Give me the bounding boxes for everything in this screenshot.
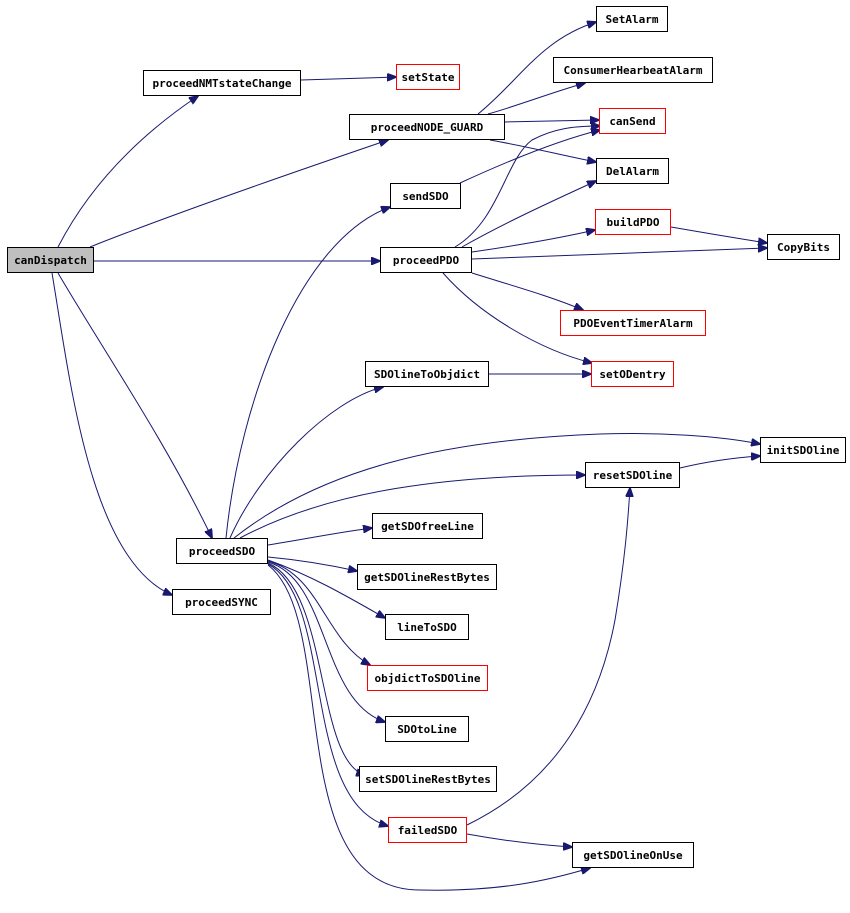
edge-proceedSDO-resetSDOline: [239, 475, 585, 539]
edge-proceedPDO-setODentry: [442, 272, 592, 363]
edge-proceedPDO-buildPDO: [471, 230, 595, 253]
edge-proceedPDO-CopyBits: [471, 248, 767, 260]
edge-sendSDO-canSend: [459, 130, 600, 184]
node-ConsumerHearbeatAlarm[interactable]: ConsumerHearbeatAlarm: [553, 57, 713, 83]
node-proceedSDO[interactable]: proceedSDO: [176, 538, 268, 564]
edge-proceedPDO-PDOEventTimerAlarm: [471, 272, 583, 310]
edge-canDispatch-proceedNODE_GUARD: [89, 140, 388, 248]
node-setState[interactable]: setState: [396, 64, 460, 90]
edge-proceedSDO-SDOtoLine: [267, 561, 385, 722]
node-lineToSDO[interactable]: lineToSDO: [385, 614, 469, 640]
edge-proceedSDO-getSDOlineRestBytes: [267, 556, 357, 571]
node-proceedPDO[interactable]: proceedPDO: [380, 247, 472, 273]
edge-resetSDOline-initSDOline: [679, 456, 760, 469]
edge-proceedSDO-failedSDO: [267, 563, 388, 826]
edge-canDispatch-proceedSYNC: [51, 272, 172, 595]
edge-proceedNMTstateChange-setState: [300, 77, 396, 80]
edge-proceedNODE_GUARD-ConsumerHearbeatAlarm: [487, 83, 585, 115]
edge-proceedSDO-getSDOfreeLine: [267, 528, 372, 546]
node-setODentry[interactable]: setODentry: [591, 361, 674, 387]
edge-proceedSDO-setSDOlineRestBytes: [267, 562, 365, 775]
edge-canDispatch-proceedSDO: [57, 272, 212, 538]
node-DelAlarm[interactable]: DelAlarm: [596, 158, 669, 184]
edge-buildPDO-CopyBits: [670, 226, 767, 243]
edge-proceedSDO-objdictToSDOline: [267, 560, 370, 665]
node-resetSDOline[interactable]: resetSDOline: [585, 462, 680, 488]
node-SDOlineToObjdict[interactable]: SDOlineToObjdict: [365, 361, 489, 387]
node-canDispatch: canDispatch: [7, 247, 94, 273]
edge-proceedNODE_GUARD-canSend: [504, 120, 599, 122]
edge-proceedSDO-sendSDO: [225, 207, 390, 539]
edge-canDispatch-proceedNMTstateChange: [57, 96, 198, 248]
edge-failedSDO-getSDOlineOnUse: [466, 833, 572, 847]
edge-proceedSDO-lineToSDO: [267, 559, 385, 618]
edge-failedSDO-resetSDOline: [466, 488, 630, 826]
node-objdictToSDOline[interactable]: objdictToSDOline: [367, 665, 488, 691]
node-getSDOlineRestBytes[interactable]: getSDOlineRestBytes: [357, 564, 497, 590]
node-buildPDO[interactable]: buildPDO: [595, 209, 671, 235]
edge-proceedPDO-canSend: [454, 126, 600, 248]
node-proceedSYNC[interactable]: proceedSYNC: [172, 589, 271, 615]
node-proceedNMTstateChange[interactable]: proceedNMTstateChange: [143, 70, 301, 96]
node-CopyBits[interactable]: CopyBits: [767, 234, 840, 260]
edge-proceedSDO-SDOlineToObjdict: [229, 387, 383, 539]
edge-proceedSDO-getSDOlineOnUse: [267, 564, 590, 891]
node-sendSDO[interactable]: sendSDO: [390, 183, 461, 209]
node-failedSDO[interactable]: failedSDO: [388, 817, 467, 843]
node-initSDOline[interactable]: initSDOline: [760, 437, 846, 463]
node-setSDOlineRestBytes[interactable]: setSDOlineRestBytes: [359, 766, 497, 792]
node-getSDOfreeLine[interactable]: getSDOfreeLine: [372, 513, 483, 539]
edge-proceedNODE_GUARD-DelAlarm: [489, 139, 596, 162]
node-proceedNODE_GUARD[interactable]: proceedNODE_GUARD: [349, 114, 505, 140]
node-PDOEventTimerAlarm[interactable]: PDOEventTimerAlarm: [560, 310, 706, 336]
node-canSend[interactable]: canSend: [599, 108, 666, 134]
edge-proceedPDO-DelAlarm: [461, 181, 596, 248]
node-getSDOlineOnUse[interactable]: getSDOlineOnUse: [572, 842, 694, 868]
node-SetAlarm[interactable]: SetAlarm: [596, 6, 668, 32]
edge-proceedNODE_GUARD-SetAlarm: [477, 22, 596, 115]
node-SDOtoLine[interactable]: SDOtoLine: [385, 716, 469, 742]
edge-proceedSDO-initSDOline: [233, 432, 760, 539]
